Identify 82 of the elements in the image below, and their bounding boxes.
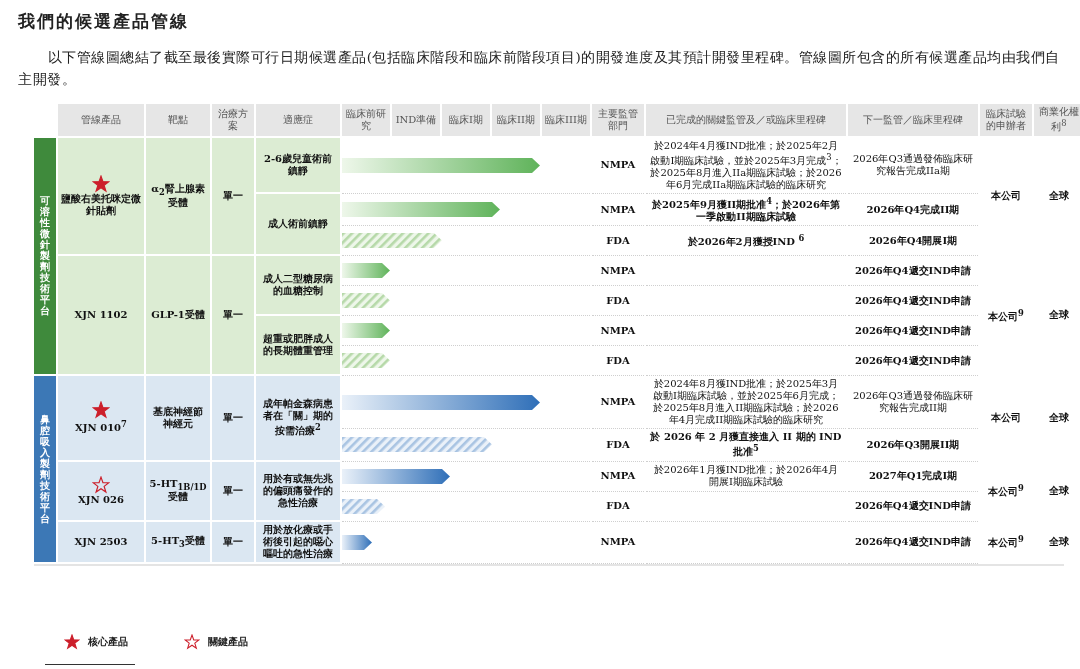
cell-text: 2026年Q3開展II期 (866, 438, 960, 451)
cell-text: 全球 (1049, 411, 1069, 424)
cell-text: 治療方案 (217, 107, 249, 132)
platform-name: 可溶性微針製劑技術平台 (40, 195, 50, 317)
cell-text: FDA (606, 234, 630, 247)
cell-text: 於2025年9月獲II期批准$^{4}$；於2026年第一季啟動II期臨床試驗 (651, 195, 841, 224)
legend-text: 核心產品 (88, 635, 128, 649)
cell-text: 超重或肥胖成人的長期體重管理 (262, 333, 334, 358)
cell-text: 全球 (1049, 189, 1069, 202)
legend-text: 關鍵產品 (208, 635, 248, 649)
cell-text: 臨床III期 (545, 113, 587, 126)
cell-text: 於2024年4月獲IND批准；於2025年2月啟動I期臨床試驗，並於2025年3月完成$^{3}$；於2025年8月進入IIa期臨床試驗；於2026年6月完成IIa期臨床試驗的臨床研究 (649, 139, 843, 191)
cell-text: 臨床I期 (449, 113, 483, 126)
cell-text: 2027年Q1完成I期 (868, 470, 958, 482)
cell-text: 2026年Q3通過發佈臨床研究報告完成IIa期 (852, 153, 974, 178)
cell-text: 2026年Q4完成II期 (866, 203, 960, 216)
cell-text: 5-HT$_{3}$受體 (151, 534, 205, 549)
cell-text: 臨床前研究 (345, 107, 387, 132)
cell-text: 於 2026 年 2 月獲直接進入 II 期的 IND 批准$^{5}$ (649, 431, 843, 459)
cell-text: 5-HT$_{1B/1D}$受體 (149, 477, 207, 504)
cell-text: FDA (606, 500, 630, 512)
cell-text: 本公司$^{9}$ (988, 482, 1024, 499)
cell-text: 基底神經節神經元 (152, 405, 204, 430)
cell-text: 適應症 (283, 113, 313, 126)
page-title: 我們的候選產品管線 (18, 10, 189, 33)
cell-text: 用於有或無先兆的偏頭痛發作的急性治療 (262, 472, 334, 509)
cell-text: NMPA (600, 324, 636, 337)
cell-text: 商業化權利$^{8}$ (1038, 106, 1080, 134)
cell-text: FDA (606, 294, 630, 307)
cell-text: 下一監管／臨床里程碑 (863, 113, 963, 126)
cell-text: 管線產品 (81, 113, 121, 126)
cell-text: 單一 (223, 535, 243, 548)
cell-text: NMPA (600, 536, 636, 548)
cell-text: 單一 (223, 189, 243, 202)
cell-text: 2-6歲兒童術前鎮靜 (262, 152, 334, 177)
cell-text: FDA (606, 438, 630, 451)
cell-text: 全球 (1049, 535, 1069, 548)
cell-text: 靶點 (168, 113, 188, 126)
intro-paragraph: 以下管線圖總結了截至最後實際可行日期候選產品(包括臨床階段和臨床前階段項目)的開發進度及其預計開發里程碑。管線圖所包含的所有候選產品均由我們自主開發。 (18, 48, 1061, 89)
platform-name: 鼻腔吸入製劑技術平台 (40, 413, 50, 524)
cell-text: α$_{2}$腎上腺素受體 (150, 182, 206, 209)
cell-text: 成人二型糖尿病的血糖控制 (262, 273, 334, 298)
cell-text: 本公司$^{9}$ (988, 307, 1024, 323)
cell-text: 2026年Q3通過發佈臨床研究報告完成II期 (852, 390, 974, 415)
cell-text: 主要監管部門 (597, 107, 639, 132)
cell-text: 成人術前鎮靜 (268, 218, 328, 230)
cell-text: 2026年Q4開展I期 (868, 234, 958, 247)
cell-text: 單一 (223, 484, 243, 497)
cell-text: 已完成的關鍵監管及／或臨床里程碑 (666, 113, 826, 126)
cell-text: FDA (606, 354, 630, 367)
cell-text: 本公司 (991, 411, 1021, 424)
cell-text: 2026年Q4遞交IND申請 (855, 354, 971, 367)
cell-text: NMPA (600, 264, 636, 277)
cell-text: NMPA (600, 203, 636, 216)
cell-text: 於2026年1月獲IND批准；於2026年4月開展I期臨床試驗 (652, 464, 840, 488)
cell-text: NMPA (600, 470, 636, 482)
cell-text: 於2024年8月獲IND批准；於2025年3月啟動I期臨床試驗，並於2025年6月完成；於2025年8月進入II期臨床試驗；於2026年4月完成II期臨床試驗的臨床研究 (652, 378, 840, 427)
cell-text: IND準備 (395, 113, 437, 126)
cell-text: 本公司$^{9}$ (988, 533, 1024, 550)
cell-text: NMPA (600, 159, 636, 172)
cell-text: 2026年Q4遞交IND申請 (855, 264, 971, 277)
cell-text: 全球 (1049, 309, 1069, 322)
cell-text: 用於放化療或手術後引起的噁心嘔吐的急性治療 (262, 523, 334, 560)
cell-text: XJN 1102 (74, 309, 128, 322)
cell-text: 2026年Q4遞交IND申請 (855, 536, 971, 548)
cell-text: 單一 (223, 411, 243, 424)
cell-text: 單一 (223, 309, 243, 322)
cell-text: XJN 2503 (74, 535, 128, 548)
cell-text: 2026年Q4遞交IND申請 (855, 294, 971, 307)
cell-text: 鹽酸右美托咪定微針貼劑 (61, 192, 141, 217)
cell-text: 本公司 (991, 189, 1021, 202)
cell-text: 於2026年2月獲授IND $^{6}$ (687, 233, 805, 249)
cell-text: GLP-1受體 (151, 309, 205, 322)
cell-text: 臨床II期 (497, 113, 535, 126)
cell-text: 2026年Q4遞交IND申請 (855, 500, 971, 512)
cell-text: 臨床試驗的申辦者 (985, 107, 1027, 132)
cell-text: 2026年Q4遞交IND申請 (855, 324, 971, 337)
cell-text: XJN 010$^{7}$ (75, 419, 127, 435)
cell-text: XJN 026 (78, 493, 124, 506)
cell-text: 成年帕金森病患者在「關」期的按需治療$^{2}$ (262, 398, 334, 438)
cell-text: NMPA (600, 396, 636, 409)
cell-text: 全球 (1049, 484, 1069, 497)
